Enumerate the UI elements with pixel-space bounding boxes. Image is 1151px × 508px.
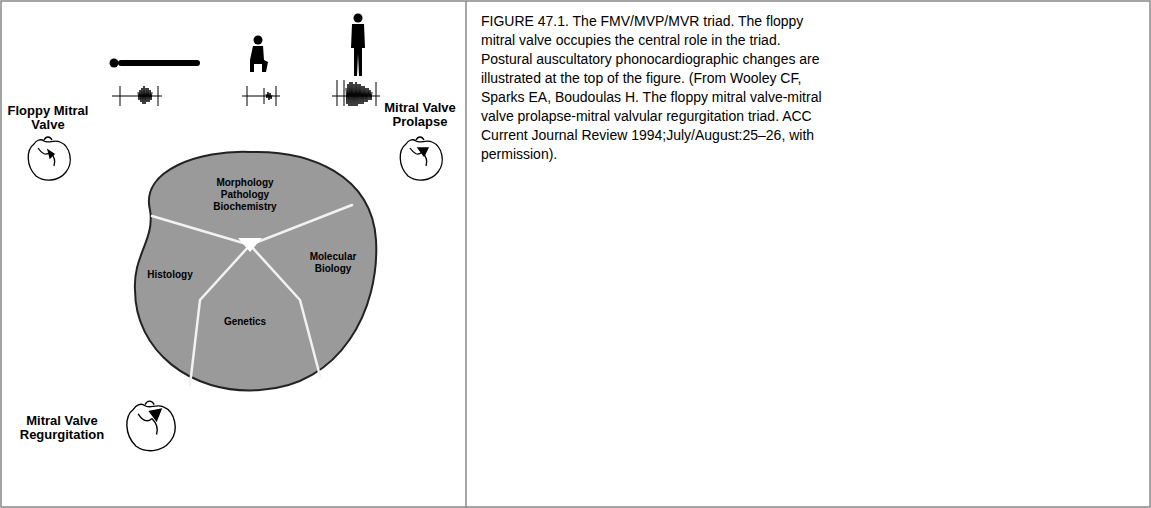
valve-state-label: Mitral Valve Prolapse — [376, 101, 464, 129]
baseline — [242, 96, 280, 97]
heart-outline — [28, 140, 70, 180]
murmur — [266, 92, 272, 100]
figure-caption: FIGURE 47.1. The FMV/MVP/MVR triad. The … — [481, 12, 826, 164]
phonocardiogram — [242, 86, 280, 106]
heart-icon — [400, 137, 442, 180]
head — [254, 36, 263, 45]
squatting-figure — [250, 36, 268, 73]
segment-label: Morphology Pathology Biochemistry — [199, 177, 291, 213]
phonocardiogram — [112, 86, 162, 106]
divider-line — [152, 216, 250, 245]
heart-outline — [400, 140, 442, 180]
divider — [465, 1, 467, 508]
heart-icon — [28, 137, 70, 180]
standing-figure — [351, 14, 365, 77]
s1-mark — [247, 86, 248, 106]
valve-state-label: Floppy Mitral Valve — [4, 104, 92, 132]
murmur — [346, 82, 372, 106]
regurgitant-jet — [150, 409, 162, 421]
blob-segment: Molecular Biology — [303, 251, 363, 275]
body — [351, 24, 365, 76]
prolapsing-leaflet — [418, 148, 428, 156]
segment-dividers — [152, 205, 352, 385]
s2-mark — [158, 86, 159, 106]
s1-mark — [120, 86, 121, 106]
murmur — [138, 86, 152, 104]
head — [110, 59, 119, 68]
valve-state-label: Mitral Valve Regurgitation — [8, 414, 116, 442]
click — [264, 88, 265, 104]
click — [344, 80, 345, 106]
divider-line — [250, 245, 320, 376]
supine-figure — [110, 59, 201, 68]
blob-segment: Morphology Pathology Biochemistry — [199, 177, 291, 213]
s1-mark — [337, 80, 338, 106]
heart-icon — [127, 401, 175, 451]
s2-mark — [376, 82, 377, 106]
baseline — [332, 96, 380, 97]
blob-segment: Genetics — [215, 316, 275, 328]
segment-label: Molecular Biology — [303, 251, 363, 275]
phonocardiogram — [332, 80, 380, 106]
heart-outline — [127, 404, 175, 450]
head — [354, 14, 363, 23]
s2-mark — [276, 86, 277, 106]
body — [250, 46, 268, 72]
valve-leaflet — [48, 150, 54, 158]
blob-segment: Histology — [137, 269, 203, 281]
valve-detail — [38, 137, 55, 166]
body — [118, 60, 200, 66]
divider-line — [190, 245, 250, 385]
center-gap — [238, 238, 262, 252]
segment-label: Genetics — [215, 316, 275, 328]
segment-label: Histology — [137, 269, 203, 281]
central-blob — [135, 152, 376, 391]
